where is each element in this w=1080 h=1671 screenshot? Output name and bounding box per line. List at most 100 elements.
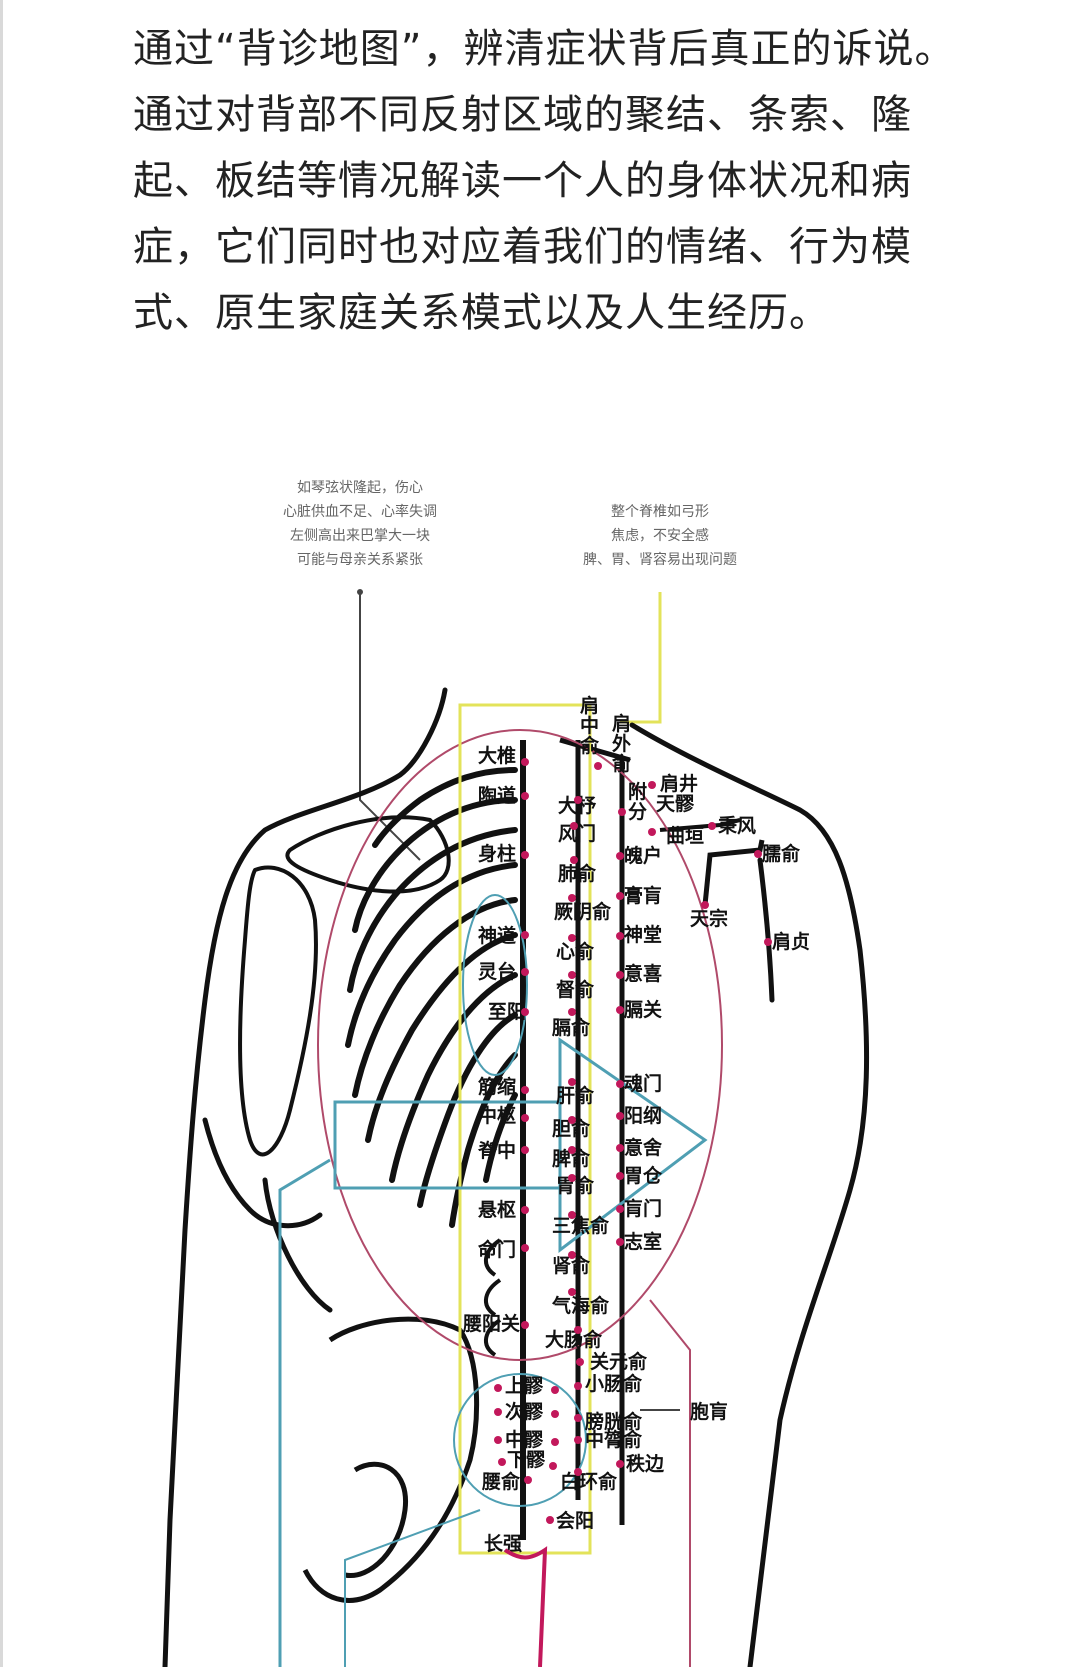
intro-paragraph: 通过“背诊地图”，辨清症状背后真正的诉说。 通过对背部不同反射区域的聚结、条索、… xyxy=(133,16,1003,346)
point-yanggang: 阳纲 xyxy=(624,1104,662,1127)
point-shenshu: 肾俞 xyxy=(552,1254,591,1277)
point-tianliao: 天髎 xyxy=(656,793,695,815)
point-geguan: 膈关 xyxy=(623,998,662,1021)
point-jinsuo: 筋缩 xyxy=(478,1075,516,1098)
point-jianwaishu-2: 外 xyxy=(612,732,631,755)
point-baihuanshu: 白环俞 xyxy=(560,1470,618,1493)
scapula-spine-line xyxy=(659,818,741,832)
point-xialiao: 下髎 xyxy=(507,1449,546,1471)
point-pohu: 魄户 xyxy=(624,844,662,867)
point-jueyinshu: 厥阴俞 xyxy=(554,900,612,923)
trunk-ellipse xyxy=(317,729,723,1361)
point-fufen-2: 分 xyxy=(628,801,647,823)
left-teal-leader xyxy=(278,1158,331,1667)
paragraph-line-5: 式、原生家庭关系模式以及人生经历。 xyxy=(133,290,830,336)
right-note-line-1: 整个脊椎如弓形 xyxy=(611,504,709,520)
point-zhongliao: 中髎 xyxy=(505,1428,544,1451)
point-pangguangshu: 膀胱俞 xyxy=(584,1410,643,1433)
outer-bladder-points: 附 分 魄户 膏肓 神堂 意喜 膈关 魂门 阳纲 意舍 胃仓 肓门 志室 胞肓 … xyxy=(616,780,728,1475)
vertebrae xyxy=(484,1238,502,1357)
paragraph-line-2: 通过对背部不同反射区域的聚结、条索、隆 xyxy=(133,92,912,138)
point-guanyuanshu: 关元俞 xyxy=(590,1350,648,1373)
paragraph-line-1: 通过“背诊地图”，辨清症状背后真正的诉说。 xyxy=(133,26,956,72)
point-zhongshu: 中枢 xyxy=(478,1104,516,1127)
point-yixi: 意喜 xyxy=(624,962,662,985)
point-weishu: 胃俞 xyxy=(556,1174,595,1197)
point-lingtai: 灵台 xyxy=(478,960,516,983)
body-outline xyxy=(162,687,870,1670)
point-feishu: 肺俞 xyxy=(558,862,597,885)
page-edge-rule xyxy=(0,0,3,1667)
point-huiyang: 会阳 xyxy=(556,1509,594,1532)
point-xinshu: 心俞 xyxy=(556,940,595,963)
left-leader-line xyxy=(359,592,421,861)
point-xuanshu: 悬枢 xyxy=(478,1199,516,1221)
point-yaoshu: 腰俞 xyxy=(481,1470,521,1493)
point-changqiang: 长强 xyxy=(484,1533,522,1555)
left-note-line-4: 可能与母亲关系紧张 xyxy=(297,552,423,568)
right-leader-line xyxy=(620,592,662,724)
point-dachangshu: 大肠俞 xyxy=(545,1328,603,1351)
point-pishu: 脾俞 xyxy=(551,1147,591,1170)
point-shendao: 神道 xyxy=(478,924,516,947)
point-jianzhen: 肩贞 xyxy=(772,930,810,953)
paragraph-line-4: 症，它们同时也对应着我们的情绪、行为模 xyxy=(133,224,912,270)
point-fengmen: 风门 xyxy=(558,822,596,845)
back-diagnosis-map: 如琴弦状隆起，伤心 心脏供血不足、心率失调 左侧高出来巴掌大一块 可能与母亲关系… xyxy=(162,480,870,1670)
point-tianzong: 天宗 xyxy=(690,907,728,930)
point-fufen-1: 附 xyxy=(628,780,647,803)
left-note-line-1: 如琴弦状隆起，伤心 xyxy=(297,480,423,496)
point-yishe: 意舍 xyxy=(624,1136,663,1159)
point-zhibian: 秩边 xyxy=(626,1453,665,1475)
governor-vessel-points: 大椎 陶道 身柱 神道 灵台 至阳 筋缩 中枢 脊中 悬枢 命门 腰阳关 xyxy=(462,744,529,1335)
right-note-line-3: 脾、胃、肾容易出现问题 xyxy=(583,551,737,568)
point-jianjing: 肩井 xyxy=(660,772,698,795)
point-shangliao: 上髎 xyxy=(505,1375,544,1397)
point-danshu: 胆俞 xyxy=(552,1117,591,1140)
point-ciliao: 次髎 xyxy=(505,1400,544,1423)
point-quyuan: 曲垣 xyxy=(666,825,704,847)
point-baohuang: 胞肓 xyxy=(690,1400,728,1423)
left-leader-dot xyxy=(357,589,363,595)
right-note-line-2: 焦虑，不安全感 xyxy=(611,527,709,544)
sacral-circle xyxy=(453,1373,587,1507)
point-weicang: 胃仓 xyxy=(624,1164,663,1187)
organ-arrow-triangle xyxy=(558,1037,708,1254)
point-taodao: 陶道 xyxy=(478,784,516,807)
point-xiaochangshu: 小肠俞 xyxy=(585,1372,643,1395)
point-huangmen: 肓门 xyxy=(624,1197,662,1220)
point-hunmen: 魂门 xyxy=(624,1072,662,1095)
shoulder-line xyxy=(559,737,631,763)
small-intestine-line xyxy=(702,839,765,906)
heart-zone-ellipse xyxy=(462,894,528,1076)
left-annotation: 如琴弦状隆起，伤心 心脏供血不足、心率失调 左侧高出来巴掌大一块 可能与母亲关系… xyxy=(283,480,437,568)
sacral-points: 上髎 次髎 中髎 下髎 腰俞 长强 xyxy=(481,1375,559,1555)
shoulder-points: 肩井 天髎 曲垣 秉风 臑俞 天宗 肩贞 xyxy=(648,772,810,953)
right-annotation: 整个脊椎如弓形 焦虑，不安全感 脾、胃、肾容易出现问题 xyxy=(583,504,737,568)
paragraph-line-3: 起、板结等情况解读一个人的身体状况和病 xyxy=(133,158,912,204)
point-jianzhongshu-3: 俞 xyxy=(579,734,600,757)
pelvis xyxy=(302,1316,480,1603)
point-dushu: 督俞 xyxy=(556,978,595,1001)
point-ganshu: 肝俞 xyxy=(556,1084,595,1107)
point-dazhui: 大椎 xyxy=(478,744,516,767)
tailbone-mark xyxy=(503,1546,548,1668)
point-sanjiaoshu: 三焦俞 xyxy=(552,1214,610,1237)
point-jianzhongshu-1: 肩 xyxy=(580,694,599,717)
point-zhishi: 志室 xyxy=(624,1230,662,1253)
point-yaoyangguan: 腰阳关 xyxy=(462,1312,520,1335)
point-shenzhu: 身柱 xyxy=(478,842,516,865)
point-jianwaishu-3: 俞 xyxy=(611,752,632,775)
left-note-line-3: 左侧高出来巴掌大一块 xyxy=(290,527,430,544)
right-pink-leader xyxy=(649,1299,691,1667)
point-jianzhongshu-2: 中 xyxy=(580,714,599,737)
point-dazhu: 大杼 xyxy=(558,794,597,817)
organ-arrow-shaft xyxy=(333,1100,560,1190)
point-bingfeng: 秉风 xyxy=(718,814,756,837)
lower-teal-leader xyxy=(344,1509,481,1667)
point-gaohuang: 膏肓 xyxy=(624,884,662,907)
point-zhiyang: 至阳 xyxy=(488,1001,526,1023)
shoulder-vertical-points: 肩 中 俞 肩 外 俞 xyxy=(579,694,632,775)
left-shoulder-bones xyxy=(238,815,451,1157)
inner-bladder-points: 大杼 风门 肺俞 厥阴俞 心俞 督俞 膈俞 肝俞 胆俞 脾俞 胃俞 三焦俞 肾俞… xyxy=(545,794,648,1532)
